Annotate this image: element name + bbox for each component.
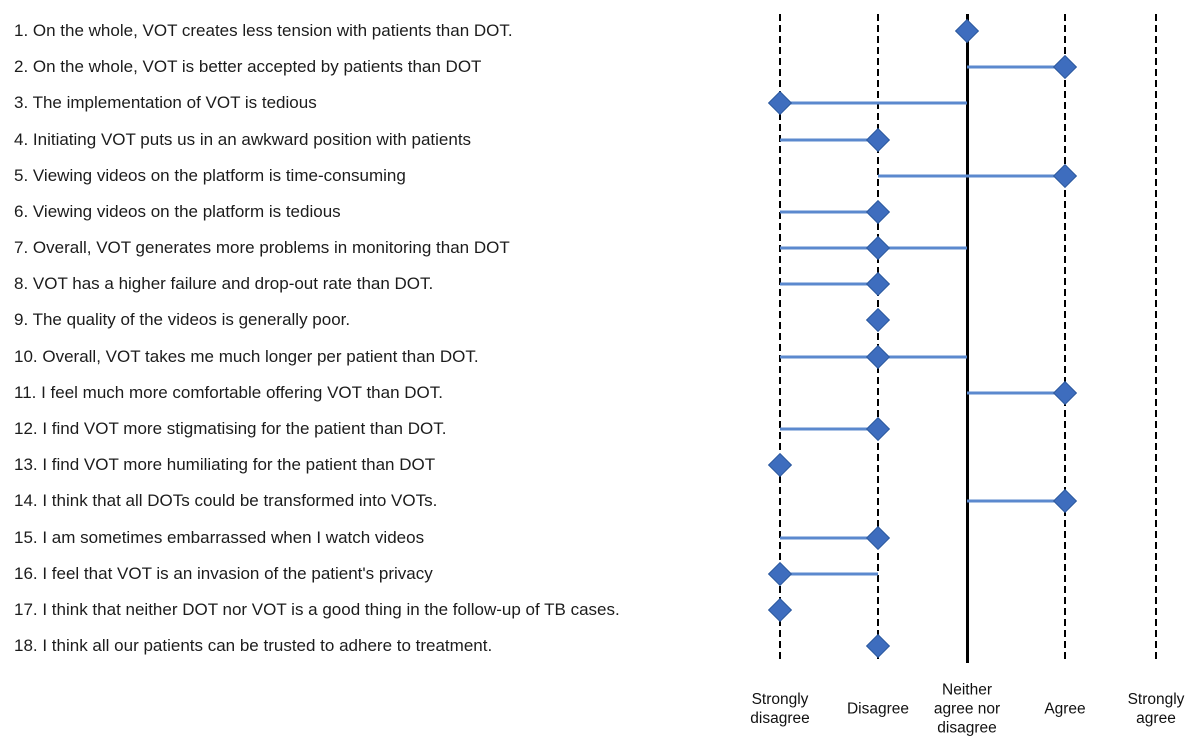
median-diamond	[1052, 489, 1078, 514]
median-diamond	[865, 308, 891, 333]
item-label: 14. I think that all DOTs could be trans…	[14, 491, 438, 511]
item-label: 15. I am sometimes embarrassed when I wa…	[14, 527, 425, 547]
range-line	[780, 536, 878, 540]
median-diamond	[767, 91, 793, 116]
median-diamond	[865, 236, 891, 261]
gridline-agree	[1064, 14, 1066, 663]
axis-label-strongly-disagree: Strongly disagree	[750, 691, 810, 727]
median-diamond	[1052, 380, 1078, 405]
median-diamond	[865, 272, 891, 297]
median-diamond	[767, 453, 793, 478]
item-label: 5. Viewing videos on the platform is tim…	[14, 165, 406, 185]
item-label: 8. VOT has a higher failure and drop-out…	[14, 274, 434, 294]
range-line	[967, 499, 1065, 503]
item-label: 9. The quality of the videos is generall…	[14, 310, 351, 330]
item-label: 2. On the whole, VOT is better accepted …	[14, 57, 482, 77]
median-diamond	[954, 18, 980, 44]
range-line	[780, 210, 878, 214]
item-label: 18. I think all our patients can be trus…	[14, 636, 493, 656]
item-label: 11. I feel much more comfortable offerin…	[14, 382, 443, 402]
gridline-strongly-agree	[1155, 14, 1157, 663]
median-diamond	[865, 634, 891, 659]
item-label: 6. Viewing videos on the platform is ted…	[14, 201, 341, 221]
median-diamond	[1052, 55, 1078, 80]
range-line	[967, 391, 1065, 395]
item-label: 3. The implementation of VOT is tedious	[14, 93, 317, 113]
median-diamond	[865, 199, 891, 224]
median-diamond	[865, 416, 891, 441]
item-label: 17. I think that neither DOT nor VOT is …	[14, 599, 620, 619]
item-label: 16. I feel that VOT is an invasion of th…	[14, 563, 433, 583]
item-label: 12. I find VOT more stigmatising for the…	[14, 418, 447, 438]
item-label: 1. On the whole, VOT creates less tensio…	[14, 21, 513, 40]
item-label: 10. Overall, VOT takes me much longer pe…	[14, 346, 479, 366]
median-diamond	[865, 344, 891, 369]
item-label: 13. I find VOT more humiliating for the …	[14, 455, 436, 475]
gridline-strongly-disagree	[779, 14, 781, 663]
axis-label-strongly-agree: Strongly agree	[1127, 691, 1185, 727]
gridline-disagree	[877, 14, 879, 663]
range-line	[780, 101, 967, 105]
range-line	[780, 138, 878, 142]
median-diamond	[1052, 163, 1078, 188]
median-diamond	[767, 597, 793, 622]
range-line	[780, 282, 878, 286]
item-label: 4. Initiating VOT puts us in an awkward …	[14, 129, 472, 149]
axis-label-neither-agree-nor-disagree: Neither agree nor disagree	[933, 681, 1001, 737]
range-line	[780, 427, 878, 431]
axis-label-agree: Agree	[1044, 700, 1086, 718]
median-diamond	[767, 561, 793, 586]
range-line	[780, 572, 878, 576]
axis-label-disagree: Disagree	[846, 700, 910, 718]
median-diamond	[865, 525, 891, 550]
range-line	[878, 174, 1065, 178]
gridline-neither-agree-nor-disagree	[965, 14, 969, 663]
range-line	[967, 65, 1065, 69]
item-label: 7. Overall, VOT generates more problems …	[14, 238, 510, 258]
median-diamond	[865, 127, 891, 152]
